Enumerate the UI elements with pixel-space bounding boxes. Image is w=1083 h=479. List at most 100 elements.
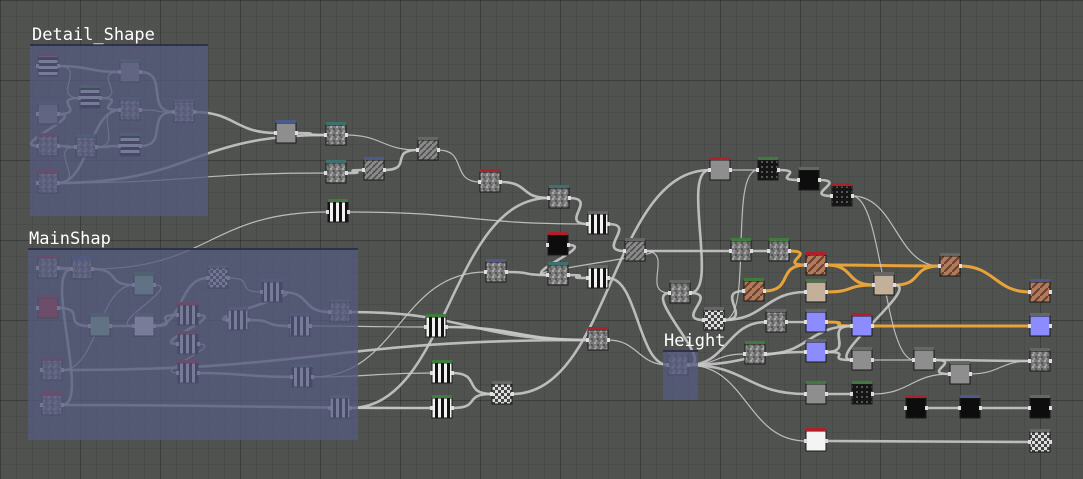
graph-node[interactable] bbox=[708, 157, 732, 181]
graph-node[interactable] bbox=[416, 137, 440, 161]
graph-node[interactable] bbox=[948, 361, 972, 385]
graph-node[interactable] bbox=[804, 279, 828, 303]
graph-node[interactable] bbox=[490, 381, 514, 405]
wire bbox=[871, 373, 951, 395]
node-output-port bbox=[1049, 290, 1052, 294]
graph-node[interactable] bbox=[324, 160, 348, 184]
graph-node[interactable] bbox=[430, 395, 454, 419]
node-output-port bbox=[607, 222, 610, 226]
frame-detail-shape-title[interactable]: Detail_Shape bbox=[32, 25, 155, 45]
graph-node[interactable] bbox=[850, 347, 874, 371]
node-input-port bbox=[797, 178, 800, 182]
node-input-port bbox=[830, 194, 833, 198]
graph-node[interactable] bbox=[804, 428, 828, 452]
node-header-tab bbox=[1030, 348, 1050, 351]
graph-node[interactable] bbox=[764, 309, 788, 333]
frame-height-title[interactable]: Height bbox=[664, 331, 726, 351]
wire bbox=[825, 439, 1031, 444]
graph-node[interactable] bbox=[938, 253, 962, 277]
node-input-port bbox=[756, 168, 759, 172]
node-header-tab bbox=[710, 157, 730, 160]
graph-node[interactable] bbox=[424, 314, 448, 338]
frame-mainshap[interactable] bbox=[28, 248, 358, 440]
graph-node[interactable] bbox=[1028, 429, 1052, 453]
node-output-port bbox=[825, 290, 828, 294]
node-header-tab bbox=[852, 313, 872, 316]
graph-node[interactable] bbox=[484, 259, 508, 283]
graph-node[interactable] bbox=[668, 280, 692, 304]
graph-node[interactable] bbox=[1028, 348, 1052, 372]
wire bbox=[511, 168, 711, 396]
wire bbox=[345, 134, 419, 151]
frame-mainshap-title[interactable]: MainShap bbox=[29, 229, 111, 249]
node-output-port bbox=[851, 194, 854, 198]
node-output-port bbox=[347, 210, 350, 214]
graph-node[interactable] bbox=[623, 238, 647, 262]
graph-node[interactable] bbox=[743, 341, 767, 365]
node-output-port bbox=[825, 320, 828, 324]
graph-node[interactable] bbox=[756, 157, 780, 181]
node-header-tab bbox=[326, 160, 346, 163]
node-input-port bbox=[1028, 440, 1031, 444]
node-header-tab bbox=[426, 314, 446, 317]
node-header-tab bbox=[769, 238, 789, 241]
graph-node[interactable] bbox=[1028, 313, 1052, 337]
wire bbox=[933, 358, 1031, 363]
graph-node[interactable] bbox=[850, 381, 874, 405]
graph-node[interactable] bbox=[586, 327, 610, 351]
frame-detail-shape[interactable] bbox=[30, 44, 208, 216]
node-output-port bbox=[764, 352, 767, 356]
wire bbox=[845, 283, 901, 362]
graph-node[interactable] bbox=[830, 183, 854, 207]
graph-node[interactable] bbox=[958, 395, 982, 419]
wire bbox=[788, 249, 807, 267]
graph-node[interactable] bbox=[546, 232, 570, 256]
node-header-tab bbox=[1030, 279, 1050, 282]
graph-node[interactable] bbox=[546, 262, 570, 286]
graph-node[interactable] bbox=[478, 169, 502, 193]
node-header-tab bbox=[326, 122, 346, 125]
node-input-port bbox=[430, 371, 433, 375]
node-output-port bbox=[788, 249, 791, 253]
graph-node[interactable] bbox=[804, 309, 828, 333]
graph-node[interactable] bbox=[1028, 395, 1052, 419]
wire bbox=[383, 148, 419, 172]
graph-node[interactable] bbox=[804, 381, 828, 405]
graph-node[interactable] bbox=[326, 199, 350, 223]
graph-node[interactable] bbox=[1028, 279, 1052, 303]
graph-node[interactable] bbox=[804, 339, 828, 363]
graph-node[interactable] bbox=[547, 185, 571, 209]
node-header-tab bbox=[432, 395, 452, 398]
node-input-port bbox=[546, 273, 549, 277]
graph-node[interactable] bbox=[586, 211, 610, 235]
graph-node[interactable] bbox=[797, 167, 821, 191]
graph-node[interactable] bbox=[804, 252, 828, 276]
graph-node[interactable] bbox=[702, 307, 726, 331]
graph-node[interactable] bbox=[872, 272, 896, 296]
node-input-port bbox=[324, 133, 327, 137]
node-input-port bbox=[804, 290, 807, 294]
graph-node[interactable] bbox=[586, 265, 610, 289]
graph-node[interactable] bbox=[767, 238, 791, 262]
wire bbox=[568, 196, 589, 226]
graph-node[interactable] bbox=[729, 238, 753, 262]
node-header-tab bbox=[704, 307, 724, 310]
node-input-port bbox=[623, 249, 626, 253]
wire bbox=[437, 149, 481, 183]
graph-node[interactable] bbox=[324, 122, 348, 146]
graph-node[interactable] bbox=[850, 313, 874, 337]
node-output-port bbox=[499, 180, 502, 184]
graph-node[interactable] bbox=[742, 278, 766, 302]
node-input-port bbox=[490, 392, 493, 396]
node-input-port bbox=[586, 222, 589, 226]
node-input-port bbox=[948, 372, 951, 376]
graph-node[interactable] bbox=[912, 347, 936, 371]
node-output-port bbox=[871, 392, 874, 396]
graph-node[interactable] bbox=[430, 360, 454, 384]
graph-node[interactable] bbox=[904, 395, 928, 419]
node-input-port bbox=[912, 358, 915, 362]
graph-node[interactable] bbox=[362, 157, 386, 181]
frame-height[interactable] bbox=[663, 350, 698, 400]
wire bbox=[505, 270, 549, 277]
graph-node[interactable] bbox=[274, 120, 298, 144]
